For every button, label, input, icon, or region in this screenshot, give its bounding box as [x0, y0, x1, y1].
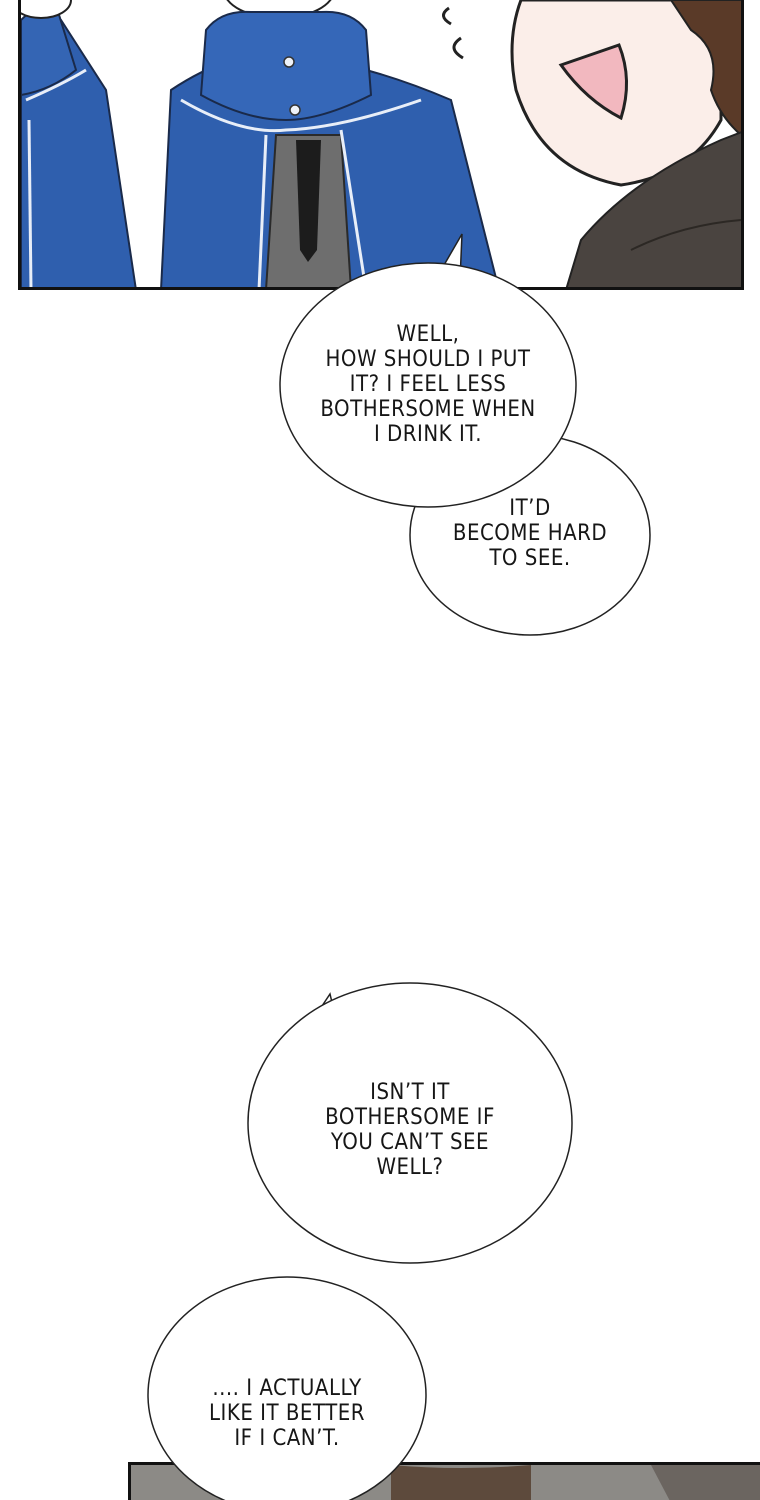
comic-panel-top	[18, 0, 744, 290]
speech-bubble-1-shape	[279, 262, 577, 508]
collar-button-1	[283, 56, 295, 68]
speech-bubble-2-text: IT’D BECOME HARD TO SEE.	[452, 496, 608, 571]
surprise-mark-2	[452, 36, 464, 60]
right-coat-fold	[630, 219, 741, 251]
speech-bubble-4-shape	[147, 1276, 427, 1500]
bottom-background-shape	[651, 1465, 760, 1500]
bottom-hair-shape	[391, 1465, 531, 1500]
panel-art-characters	[21, 0, 741, 287]
speech-bubble-4-text: .... I ACTUALLY LIKE IT BETTER IF I CAN’…	[209, 1376, 365, 1451]
left-cloak-trim	[27, 119, 33, 287]
left-cloak-trim-2	[25, 68, 87, 102]
right-character-coat	[565, 131, 741, 287]
tail-seam-cover-3	[322, 1002, 338, 1024]
tail-seam-cover	[442, 270, 459, 278]
collar-button-2	[289, 104, 301, 116]
speech-bubble-3-shape	[247, 982, 573, 1264]
middle-collar-trim	[180, 98, 422, 133]
middle-cloak-trim-left	[257, 134, 268, 287]
right-character-mouth	[558, 43, 629, 121]
middle-cloak-trim-right	[339, 129, 368, 287]
middle-character-tie	[296, 140, 321, 262]
left-character-head	[21, 0, 72, 19]
speech-bubble-3-text: ISN’T IT BOTHERSOME IF YOU CAN’T SEE WEL…	[325, 1080, 495, 1180]
surprise-mark-1	[442, 6, 452, 26]
speech-bubble-1-text: WELL, HOW SHOULD I PUT IT? I FEEL LESS B…	[320, 322, 536, 447]
